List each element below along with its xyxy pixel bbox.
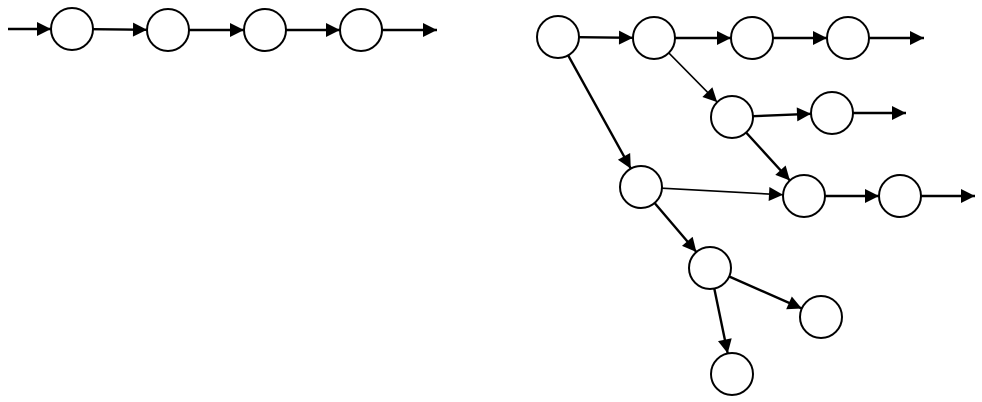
graph-node-n2: [146, 8, 190, 52]
graph-node-k: [710, 352, 754, 396]
graph-node-r: [536, 15, 580, 59]
graph-node-i: [688, 246, 732, 290]
edge-arrow-f-i: [653, 202, 698, 253]
nodes-layer: [50, 7, 922, 396]
edge-arrow-n1-n2: [92, 22, 148, 37]
graph-node-g: [782, 174, 826, 218]
edge-arrow-f-g: [661, 187, 784, 202]
graph-node-e: [810, 91, 854, 135]
edge-arrow-a-d: [668, 52, 718, 103]
graph-node-n4: [339, 8, 383, 52]
graph-node-n1: [50, 7, 94, 51]
graph-node-j: [799, 295, 843, 339]
edge-arrow-i-k: [713, 288, 732, 354]
graph-node-a: [632, 16, 676, 60]
graph-node-b: [730, 16, 774, 60]
graph-node-d: [710, 95, 754, 139]
graph-node-f: [619, 165, 663, 209]
graph-node-c: [826, 16, 870, 60]
edge-arrow-d-e: [752, 107, 812, 122]
edge-arrow-r-f: [567, 54, 632, 170]
edges-layer: [8, 22, 975, 354]
graph-node-n3: [243, 8, 287, 52]
graph-node-h: [878, 174, 922, 218]
edge-arrow-d-g: [745, 131, 791, 182]
edge-arrow-i-j: [728, 275, 803, 310]
edge-arrow-r-a: [578, 30, 634, 45]
